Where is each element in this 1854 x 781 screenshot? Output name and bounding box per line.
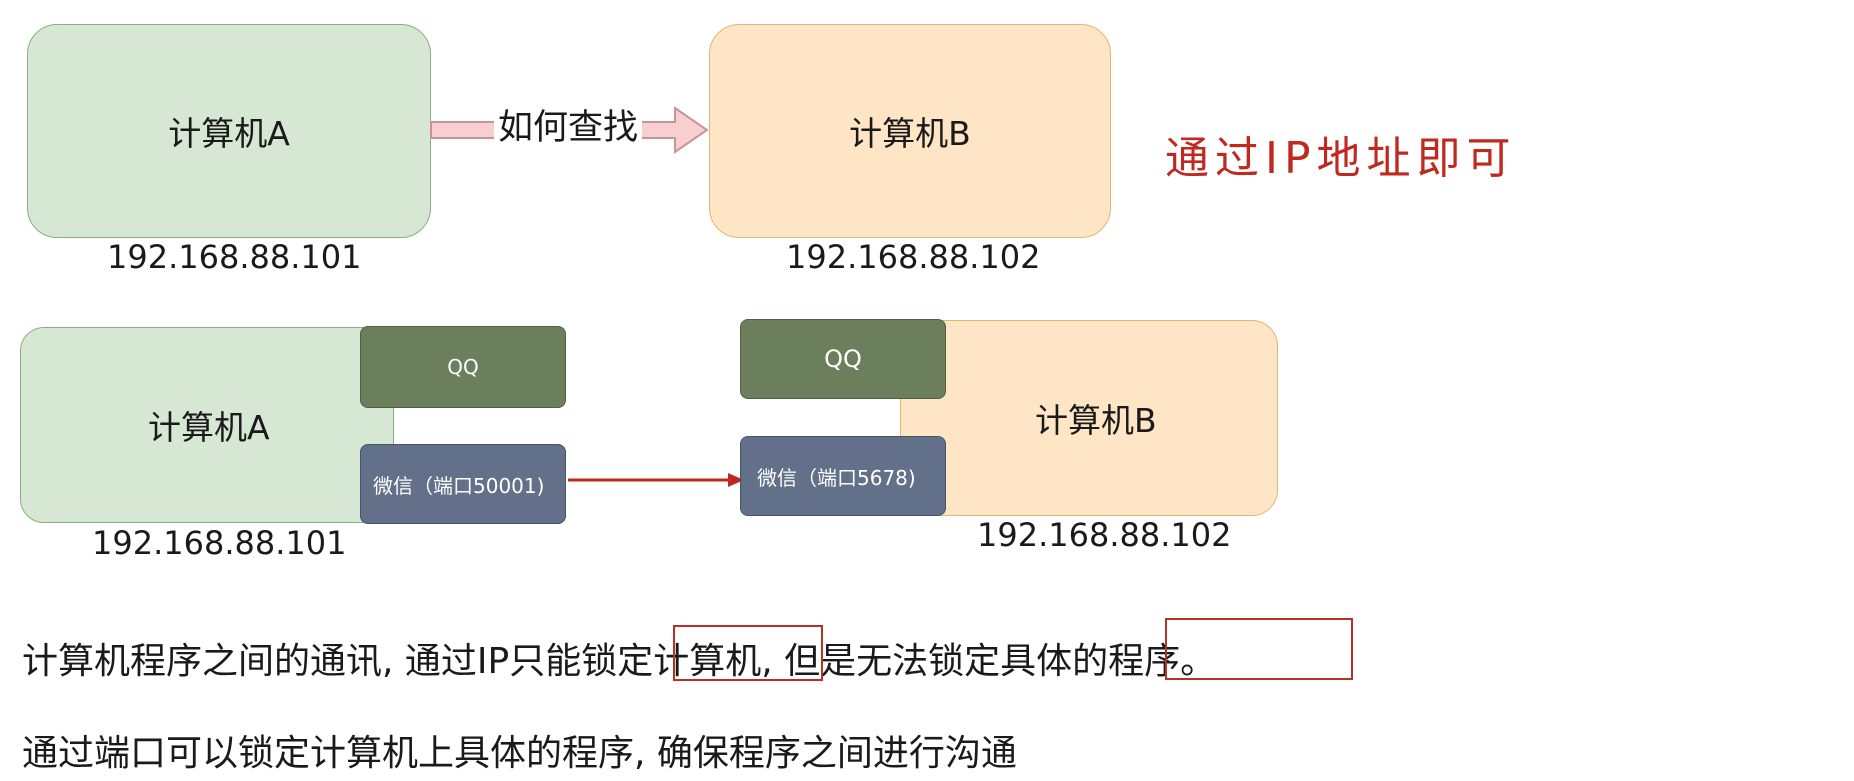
computer-a-label-top: 计算机A — [168, 114, 290, 153]
computer-b-box-top: 计算机B — [709, 24, 1111, 238]
wechat-app-a: 微信（端口50001) — [360, 444, 566, 524]
computer-a-label-bottom: 计算机A — [148, 408, 270, 447]
wechat-app-b: 微信（端口5678) — [740, 436, 946, 516]
computer-b-ip-top: 192.168.88.102 — [786, 238, 1041, 276]
computer-a-ip-bottom: 192.168.88.101 — [92, 524, 347, 562]
computer-a-box-bottom: 计算机A — [20, 327, 394, 523]
wechat-app-a-label: 微信（端口50001) — [373, 473, 545, 498]
qq-app-b-label: QQ — [824, 345, 862, 373]
text-line-1: 计算机程序之间的通讯, 通过IP只能锁定计算机, 但是无法锁定具体的程序。 — [22, 641, 1217, 682]
qq-app-a-label: QQ — [447, 355, 479, 379]
wechat-app-b-label: 微信（端口5678) — [757, 465, 916, 490]
qq-app-b: QQ — [740, 319, 946, 399]
computer-b-box-bottom: 计算机B — [900, 320, 1278, 516]
ip-note: 通过IP地址即可 — [1165, 133, 1517, 184]
computer-b-ip-bottom: 192.168.88.102 — [977, 516, 1232, 554]
highlight-lock-computer — [673, 625, 823, 681]
find-arrow-label: 如何查找 — [494, 107, 643, 149]
text-line-2: 通过端口可以锁定计算机上具体的程序, 确保程序之间进行沟通 — [22, 733, 1017, 774]
port-connection-head — [728, 473, 744, 487]
computer-a-box-top: 计算机A — [27, 24, 431, 238]
computer-b-label-bottom: 计算机B — [1035, 401, 1157, 440]
qq-app-a: QQ — [360, 326, 566, 408]
port-connection-arrow — [568, 473, 744, 487]
computer-a-ip-top: 192.168.88.101 — [107, 238, 362, 276]
highlight-specific-program — [1165, 618, 1353, 680]
computer-b-label-top: 计算机B — [849, 114, 971, 153]
